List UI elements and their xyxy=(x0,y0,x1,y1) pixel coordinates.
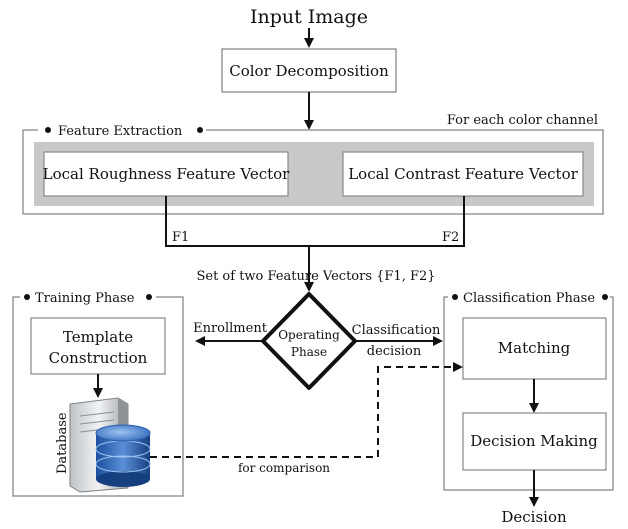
classification-decision-line2: decision xyxy=(367,344,422,359)
classification-phase-title: Classification Phase xyxy=(463,291,595,306)
color-decomposition-label: Color Decomposition xyxy=(229,62,389,80)
training-title-dot-left xyxy=(24,294,30,300)
decision-making-label: Decision Making xyxy=(470,432,598,450)
training-title-bg xyxy=(20,289,156,305)
matching-box[interactable] xyxy=(462,317,607,380)
database-label: Database xyxy=(55,412,70,474)
template-construction-box[interactable] xyxy=(30,317,166,375)
roughness-vector-label: Local Roughness Feature Vector xyxy=(43,165,291,183)
classification-title-dot-right xyxy=(602,294,608,300)
comparison-label: for comparison xyxy=(238,461,330,475)
color-channel-note: For each color channel xyxy=(447,113,598,128)
f1-connector xyxy=(165,196,465,247)
contrast-vector-label: Local Contrast Feature Vector xyxy=(348,165,578,183)
classification-title-dot-left xyxy=(452,294,458,300)
feature-set-label: Set of two Feature Vectors {F1, F2} xyxy=(196,269,435,284)
operating-phase-diamond[interactable] xyxy=(261,292,357,390)
database-cylinder-icon xyxy=(95,424,151,487)
training-title-dot-right xyxy=(146,294,152,300)
feature-title-dot-left xyxy=(45,127,51,133)
comparison-dashed-path xyxy=(150,362,463,458)
f1-label: F1 xyxy=(172,230,189,245)
f2-label: F2 xyxy=(442,230,459,245)
enrollment-label: Enrollment xyxy=(193,321,268,336)
feature-title-dot-right xyxy=(197,127,203,133)
feature-extraction-title: Feature Extraction xyxy=(58,124,183,139)
decision-output-label: Decision xyxy=(501,508,567,526)
matching-label: Matching xyxy=(498,339,571,357)
operating-line1: Operating xyxy=(278,328,340,342)
template-line2: Construction xyxy=(49,349,148,367)
classification-decision-line1: Classification xyxy=(352,323,441,338)
feature-title-bg xyxy=(38,122,206,138)
contrast-vector-box[interactable] xyxy=(342,151,584,197)
input-image-label: Input Image xyxy=(250,6,368,28)
roughness-vector-box[interactable] xyxy=(43,151,289,197)
template-line1: Template xyxy=(63,328,133,346)
operating-line2: Phase xyxy=(291,345,327,359)
classification-title-bg xyxy=(448,289,610,305)
decision-making-box[interactable] xyxy=(462,412,607,471)
training-phase-title: Training Phase xyxy=(35,291,135,306)
